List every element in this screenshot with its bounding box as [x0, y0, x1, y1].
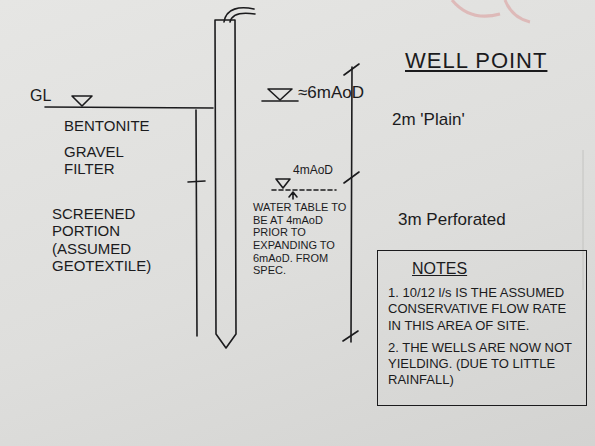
notes-heading: NOTES: [412, 259, 578, 279]
level-triangle: [72, 96, 92, 106]
ground-line: [45, 107, 213, 108]
level-label: ≈6mAoD: [298, 83, 364, 103]
leader-arrow: [289, 192, 297, 199]
dimension-label: 2m 'Plain': [392, 110, 465, 130]
ground-label: GL: [30, 87, 51, 105]
layer-label: BENTONITE: [64, 117, 150, 134]
level-triangle: [268, 89, 292, 100]
hose: [224, 8, 254, 22]
sketch-title: WELL POINT: [405, 48, 547, 73]
level-line: [262, 100, 298, 102]
level-label: 4mAoD: [293, 164, 333, 178]
layer-label: GRAVEL FILTER: [64, 143, 159, 178]
note-text: WATER TABLE TO BE AT 4mAoD PRIOR TO EXPA…: [253, 201, 347, 277]
well-pipe: [215, 20, 236, 348]
note-item: 1. 10/12 l/s IS THE ASSUMED CONSERVATIVE…: [388, 285, 578, 334]
water-table-line: [272, 189, 336, 191]
level-triangle: [276, 179, 290, 188]
dimension-label: 3m Perforated: [398, 210, 506, 230]
paper-mark: [583, 150, 586, 330]
dimension-line: [351, 67, 352, 342]
hose: [230, 13, 255, 22]
notes-box: NOTES 1. 10/12 l/s IS THE ASSUMED CONSERV…: [377, 250, 587, 406]
filter-tick: [188, 181, 205, 182]
paper-mark: [452, 0, 530, 22]
layer-label: SCREENED PORTION (ASSUMED GEOTEXTILE): [52, 205, 187, 274]
note-item: 2. THE WELLS ARE NOW NOT YIELDING. (DUE …: [388, 340, 578, 389]
bore-wall: [196, 110, 197, 336]
